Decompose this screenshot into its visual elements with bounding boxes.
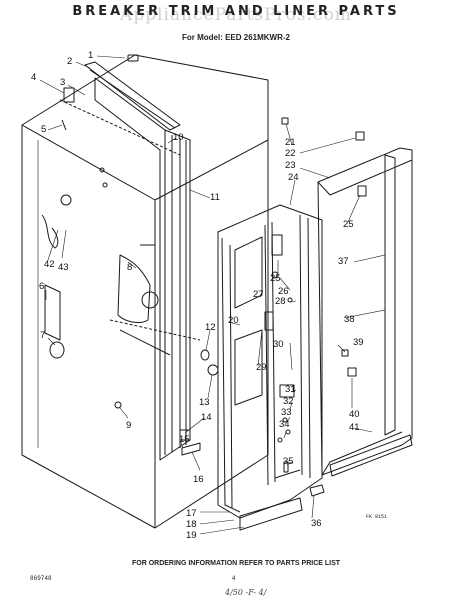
callout-24: 24 [288, 172, 299, 183]
center-breaker-frame [217, 204, 323, 531]
callout-23: 23 [285, 160, 296, 171]
callout-25b: 25 [270, 273, 281, 284]
callout-15: 15 [179, 434, 190, 445]
document-number: 869748 [30, 575, 52, 582]
callout-28: 28 [275, 296, 286, 307]
callout-41: 41 [349, 422, 360, 433]
callout-1: 1 [88, 50, 93, 61]
callout-19: 19 [186, 530, 197, 541]
right-liner-strip [317, 147, 413, 477]
callout-18: 18 [186, 519, 197, 530]
callout-27: 27 [253, 289, 264, 300]
callout-25a: 25 [343, 219, 354, 230]
callout-11: 11 [210, 192, 220, 203]
callout-14: 14 [201, 412, 212, 423]
callout-36: 36 [311, 518, 322, 529]
callout-16: 16 [193, 474, 204, 485]
callout-20: 20 [228, 315, 239, 326]
page-number: 4 [232, 576, 236, 582]
callout-numbers: 1 2 3 4 5 6 7 8 9 10 11 12 13 14 15 16 1… [31, 50, 364, 541]
callout-30: 30 [273, 339, 284, 350]
callout-2: 2 [67, 56, 72, 67]
figure-code: FK 9151 [366, 514, 388, 520]
callout-9: 9 [126, 420, 131, 431]
model-number: For Model: EED 261MKWR-2 [181, 33, 290, 42]
callout-21: 21 [285, 137, 296, 148]
callout-7: 7 [40, 330, 45, 341]
watermark: AppliancePartsPros.com [120, 5, 352, 25]
hardware-parts [61, 54, 367, 497]
callout-8: 8 [127, 262, 132, 273]
callout-26: 26 [278, 286, 289, 297]
callout-6: 6 [39, 281, 44, 292]
callout-43: 43 [58, 262, 69, 273]
callout-13: 13 [199, 397, 210, 408]
handwritten-note: 4/50 -F- 4/ [225, 588, 267, 597]
callout-22: 22 [285, 148, 296, 159]
callout-12: 12 [205, 322, 216, 333]
callout-33: 33 [281, 407, 292, 418]
callout-17: 17 [186, 508, 197, 519]
callout-37: 37 [338, 256, 349, 267]
callout-31: 31 [285, 384, 296, 395]
callout-34: 34 [279, 419, 290, 430]
callout-3: 3 [60, 77, 65, 88]
callout-5: 5 [41, 124, 46, 135]
leader-lines [39, 55, 386, 535]
ordering-info: FOR ORDERING INFORMATION REFER TO PARTS … [131, 560, 341, 567]
callout-35: 35 [283, 456, 294, 467]
callout-4: 4 [31, 72, 36, 83]
callout-39: 39 [353, 337, 364, 348]
center-divider [94, 77, 201, 461]
callout-29: 29 [256, 362, 267, 373]
diagram-title: BREAKER TRIM AND LINER PARTS [72, 4, 400, 19]
callout-32: 32 [283, 396, 294, 407]
callout-38: 38 [344, 314, 355, 325]
top-breaker-strip [84, 61, 181, 131]
callout-42: 42 [44, 259, 55, 270]
callout-10: 10 [173, 132, 184, 143]
callout-40: 40 [349, 409, 360, 420]
